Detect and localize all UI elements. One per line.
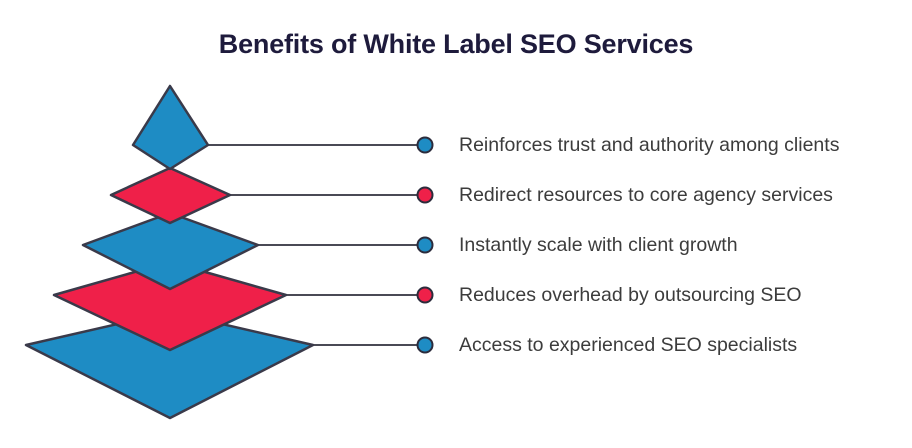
pyramid-level-5[interactable] <box>24 310 315 420</box>
benefit-label-1: Reinforces trust and authority among cli… <box>459 134 840 156</box>
benefit-item-2[interactable]: Redirect resources to core agency servic… <box>459 182 833 208</box>
benefit-label-5: Access to experienced SEO specialists <box>459 334 798 356</box>
dot-icon-3[interactable] <box>416 236 434 254</box>
benefit-item-3[interactable]: Instantly scale with client growth <box>459 232 738 258</box>
benefit-item-1[interactable]: Reinforces trust and authority among cli… <box>459 132 839 158</box>
pyramid-level-3[interactable] <box>81 211 260 291</box>
benefit-label-4: Reduces overhead by outsourcing SEO <box>459 284 802 306</box>
dot-icon-4[interactable] <box>416 286 434 304</box>
pyramid-level-2[interactable] <box>109 166 232 225</box>
benefit-label-2: Redirect resources to core agency servic… <box>459 184 833 206</box>
benefit-item-5[interactable]: Access to experienced SEO specialists <box>459 332 797 358</box>
page-title: Benefits of White Label SEO Services <box>218 29 694 59</box>
pyramid-level-4[interactable] <box>52 260 288 352</box>
benefit-label-3: Instantly scale with client growth <box>459 234 738 256</box>
dot-icon-1[interactable] <box>416 136 434 154</box>
dot-icon-5[interactable] <box>416 336 434 354</box>
benefit-item-4[interactable]: Reduces overhead by outsourcing SEO <box>459 282 802 308</box>
pyramid-level-1[interactable] <box>131 84 210 171</box>
dot-icon-2[interactable] <box>416 186 434 204</box>
